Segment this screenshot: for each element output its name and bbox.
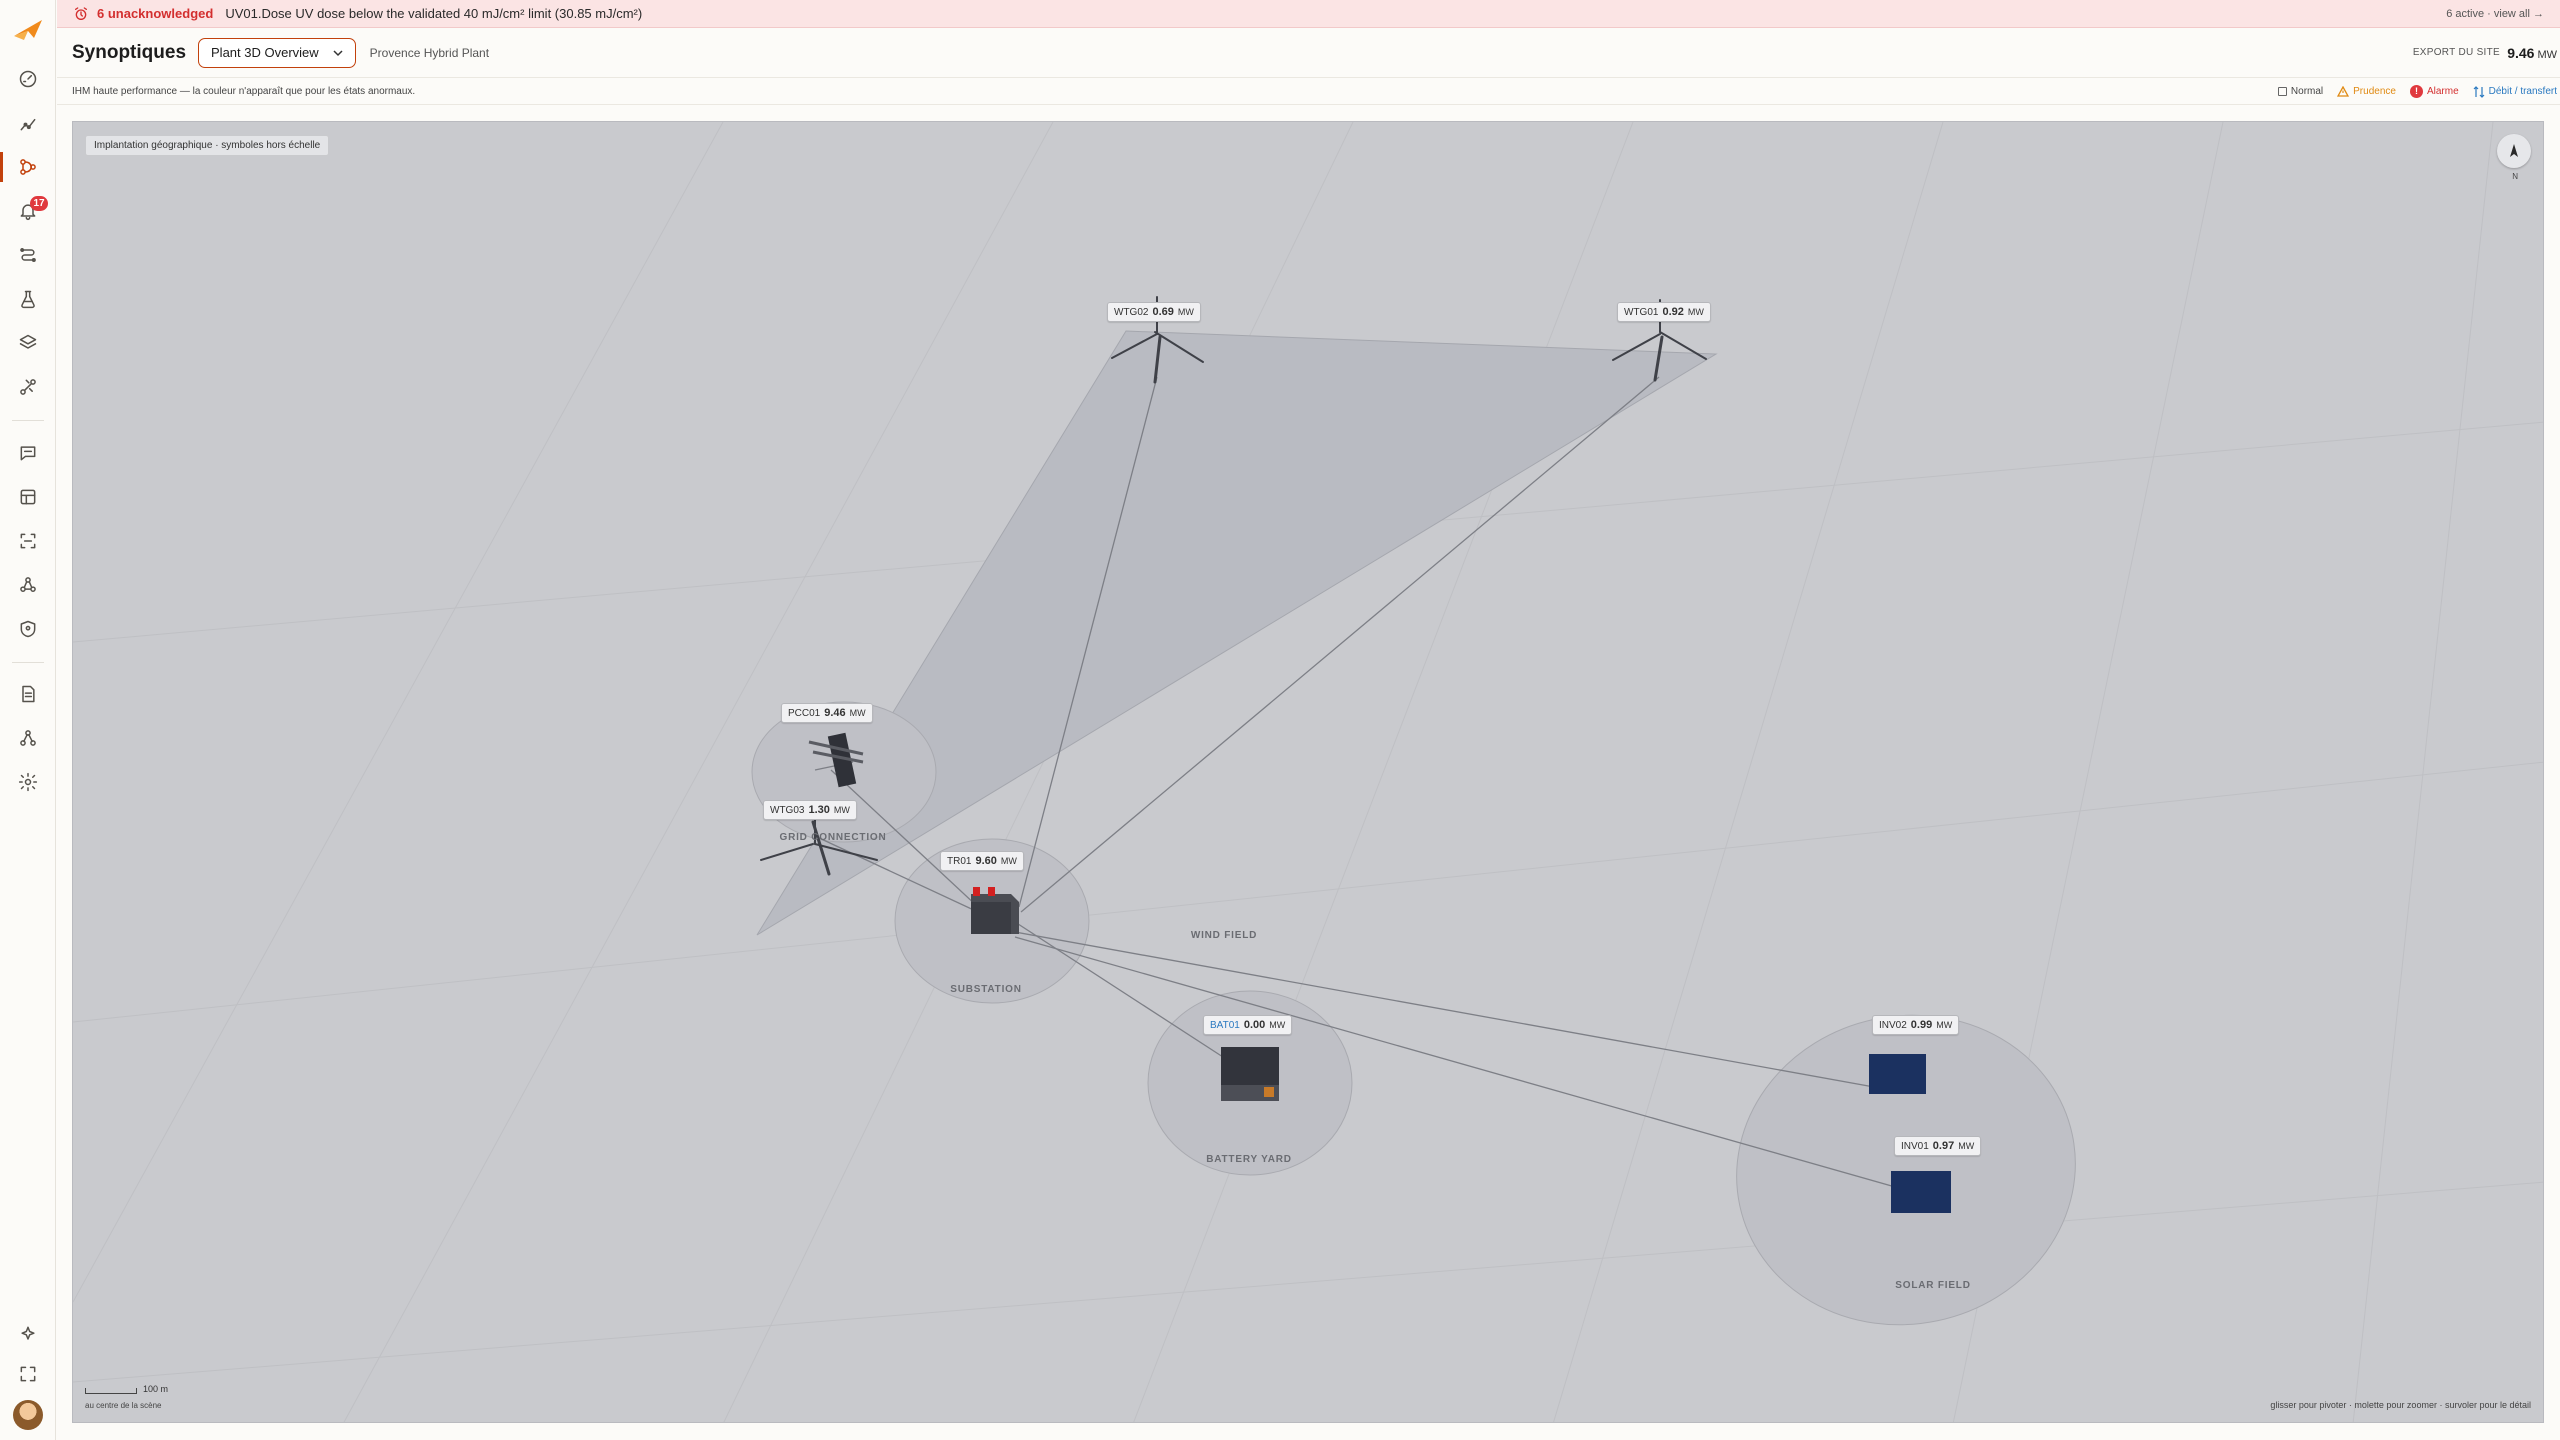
ai-sparkles-icon[interactable]: [12, 1318, 44, 1350]
active-nav-indicator: [0, 152, 3, 182]
site-export-unit: MW: [2537, 48, 2557, 61]
turbine-wtg03[interactable]: [760, 816, 878, 876]
compass-north-label: N: [2512, 172, 2518, 181]
legend-flow: Débit / transfert: [2473, 85, 2557, 98]
view-all-alerts-link[interactable]: 6 active · view all →: [2446, 7, 2544, 20]
wind-field-zone[interactable]: [756, 330, 1718, 936]
fullscreen-icon[interactable]: [12, 1358, 44, 1390]
unacknowledged-count[interactable]: 6 unacknowledged: [97, 6, 214, 21]
normal-square-icon: [2277, 87, 2287, 96]
alert-message: UV01.Dose UV dose below the validated 40…: [225, 6, 643, 21]
pcc-switchgear[interactable]: [808, 732, 864, 788]
view-selector-value: Plant 3D Overview: [211, 45, 319, 60]
scene-canvas[interactable]: [73, 122, 2544, 1423]
legend-prudence: Prudence: [2337, 86, 2396, 97]
nav-security-shield-icon[interactable]: [12, 613, 44, 645]
solar-field-zone[interactable]: [1708, 984, 2105, 1356]
alarm-clock-icon: [75, 6, 87, 20]
nav-layers-icon[interactable]: [12, 327, 44, 359]
ground-grid: [73, 122, 2543, 1422]
sidebar-divider: [12, 420, 44, 421]
compass-button[interactable]: [2497, 134, 2531, 168]
hmi-description: IHM haute performance — la couleur n'app…: [72, 86, 416, 97]
plant-3d-scene[interactable]: Implantation géographique · symboles hor…: [72, 121, 2544, 1423]
page-header: Synoptiques Plant 3D Overview Provence H…: [57, 28, 2560, 78]
view-selector-dropdown[interactable]: Plant 3D Overview: [198, 37, 356, 68]
nav-network-icon[interactable]: [12, 569, 44, 601]
battery-bat01[interactable]: [1221, 1047, 1279, 1101]
zone-label-solar: SOLAR FIELD: [1895, 1280, 1971, 1291]
nav-connections-icon[interactable]: [12, 371, 44, 403]
zone-label-grid: GRID CONNECTION: [779, 832, 887, 843]
site-export: 9.46 MW: [2507, 45, 2557, 61]
transfer-arrows-icon: [2473, 85, 2485, 98]
chevron-down-icon: [333, 49, 343, 56]
zone-label-wind: WIND FIELD: [1190, 930, 1258, 941]
app-logo-icon[interactable]: [12, 16, 46, 42]
nav-table-icon[interactable]: [12, 481, 44, 513]
state-legend: Normal Prudence !Alarme Débit / transfer…: [2277, 85, 2557, 98]
power-connections: [814, 376, 1914, 1193]
site-export-label: EXPORT DU SITE: [2412, 47, 2500, 58]
page-title: Synoptiques: [72, 41, 187, 63]
nav-workflow-icon[interactable]: [12, 239, 44, 271]
inverter-inv01[interactable]: [1891, 1171, 1951, 1213]
zone-label-substation: SUBSTATION: [950, 984, 1022, 995]
compass-arrow-icon: [2510, 144, 2518, 157]
legend-normal: Normal: [2277, 86, 2323, 97]
nav-hierarchy-icon[interactable]: [12, 722, 44, 754]
nav-settings-gear-icon[interactable]: [12, 766, 44, 798]
sidebar: 17: [0, 0, 56, 1440]
scale-note: au centre de la scène: [85, 1401, 162, 1410]
scale-bar: [85, 1388, 137, 1394]
nav-lab-flask-icon[interactable]: [12, 283, 44, 315]
scale-bar-label: 100 m: [143, 1384, 169, 1394]
plant-name: Provence Hybrid Plant: [369, 45, 490, 60]
alert-banner[interactable]: 6 unacknowledged UV01.Dose UV dose below…: [57, 0, 2560, 28]
warning-triangle-icon: [2337, 86, 2350, 97]
transformer-tr01[interactable]: [971, 887, 1019, 934]
user-avatar[interactable]: [13, 1400, 43, 1430]
hmi-info-bar: IHM haute performance — la couleur n'app…: [57, 79, 2560, 105]
sidebar-divider: [12, 662, 44, 663]
site-export-value: 9.46: [2507, 44, 2535, 61]
scene-layout-note: Implantation géographique · symboles hor…: [85, 135, 330, 156]
nav-synoptics-icon[interactable]: [12, 151, 44, 183]
nav-reports-icon[interactable]: [12, 678, 44, 710]
alarm-dot-icon: !: [2409, 85, 2423, 98]
interaction-hint: glisser pour pivoter · molette pour zoom…: [2270, 1400, 2531, 1410]
nav-dashboard-icon[interactable]: [12, 63, 44, 95]
alarm-count-badge: 17: [30, 196, 48, 211]
inverter-inv02[interactable]: [1869, 1054, 1926, 1094]
legend-alarm: !Alarme: [2409, 85, 2459, 98]
nav-scan-icon[interactable]: [12, 525, 44, 557]
zone-label-battery: BATTERY YARD: [1206, 1154, 1292, 1165]
nav-analytics-icon[interactable]: [12, 107, 44, 139]
nav-messages-icon[interactable]: [12, 437, 44, 469]
